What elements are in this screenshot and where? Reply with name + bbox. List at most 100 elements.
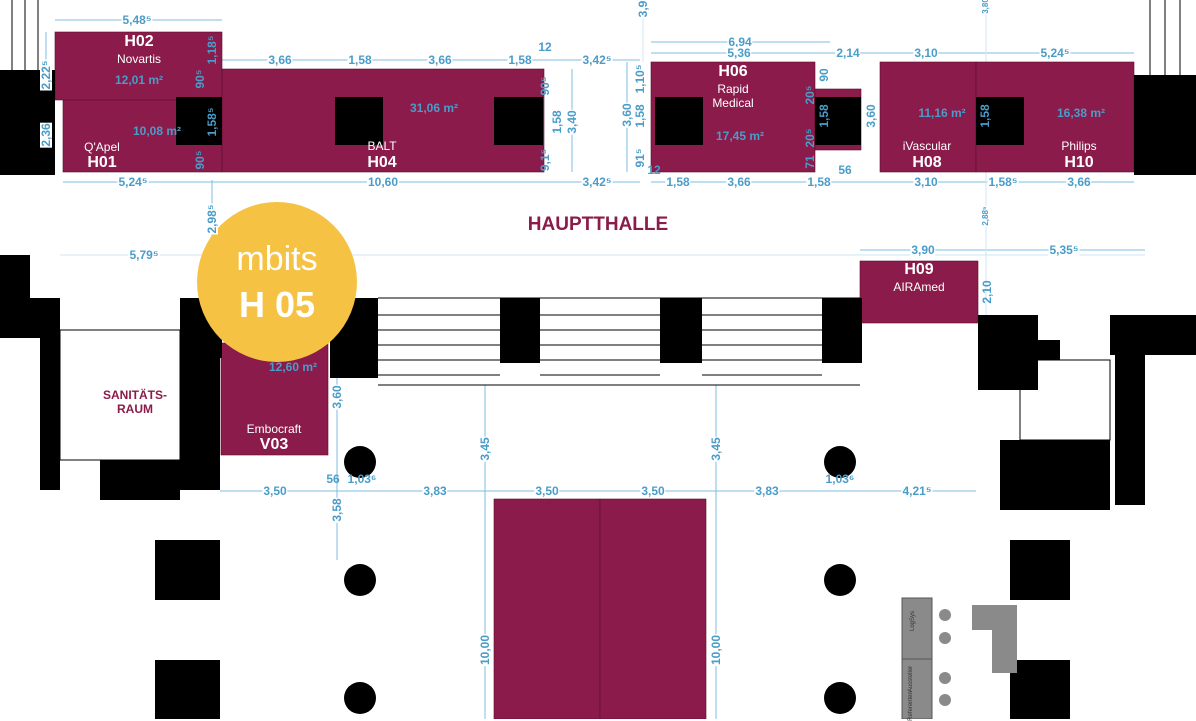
- counter-label: Referenten: [907, 691, 914, 721]
- dimension-label: 1,58: [507, 53, 533, 67]
- highlight-booth: H 05: [238, 284, 316, 325]
- dimension-label: 56: [326, 472, 340, 486]
- dimension-label: 3,66: [267, 53, 293, 67]
- dimension-label: 1,10⁵: [633, 63, 647, 95]
- dimension-label: 5,24⁵: [117, 175, 149, 189]
- booth-area: 11,16 m²: [918, 106, 966, 120]
- booth-code[interactable]: H10: [1064, 154, 1094, 171]
- dimension-label: 3,45: [709, 436, 723, 462]
- dimension-label: 3,83: [422, 484, 448, 498]
- dimension-label: 3,10: [913, 46, 939, 60]
- dimension-label: 91⁵: [633, 147, 647, 169]
- room-label-sanitaetsraum: SANITÄTS- RAUM: [103, 388, 167, 416]
- dimension-label: 6,94: [727, 35, 753, 49]
- dimension-label: 20⁵: [803, 128, 817, 148]
- counter-label: LogSys: [910, 610, 917, 632]
- dimension-label: 1,58: [347, 53, 373, 67]
- counter-label: Aussteller: [908, 665, 915, 693]
- dimension-label: 1,58: [665, 175, 691, 189]
- dimension-label: 10,00: [709, 633, 723, 667]
- dimension-label: 12: [647, 163, 661, 177]
- dimension-label: 1,58: [817, 104, 831, 128]
- dimension-label: 3,60: [330, 384, 344, 410]
- dimension-label: 1,58⁵: [205, 107, 219, 137]
- dimension-label: 3,40: [565, 109, 579, 135]
- dimension-label: 3,90: [910, 243, 936, 257]
- booth-company: Philips: [1061, 139, 1097, 153]
- dimension-label: 3,50: [534, 484, 560, 498]
- booth-area: 12,60 m²: [268, 360, 318, 374]
- dimension-label: 1,58⁵: [987, 175, 1019, 189]
- dimension-label: 1,58: [978, 104, 992, 128]
- dimension-label: 2,88⁵: [980, 205, 992, 227]
- counters: [901, 597, 1017, 719]
- outer-lines: [11, 0, 1181, 461]
- dimension-label: 3,66: [427, 53, 453, 67]
- booth-company: Novartis: [116, 52, 162, 66]
- dimension-label: 5,35⁵: [1048, 243, 1080, 257]
- dimension-label: 3,60: [620, 102, 634, 128]
- booth-code[interactable]: V03: [259, 436, 289, 453]
- dimension-label: 1,58: [806, 175, 832, 189]
- booth-company: AIRAmed: [893, 280, 945, 294]
- dimension-label: 12: [537, 40, 553, 54]
- room-label-line: RAUM: [117, 402, 153, 416]
- booth-company: Rapid Medical: [712, 82, 754, 110]
- dimension-label: 1,58: [633, 103, 647, 129]
- dimension-label: 10,60: [366, 175, 400, 189]
- booth-area: 17,45 m²: [715, 129, 765, 143]
- booth-code[interactable]: H04: [367, 154, 397, 171]
- hall-label: HAUPTTHALLE: [527, 214, 669, 235]
- dimension-label: 71: [803, 155, 817, 169]
- dimension-label: 90⁵: [193, 69, 207, 89]
- booth-code[interactable]: H02: [124, 33, 154, 50]
- walls: [0, 70, 1196, 719]
- dimension-label: 3,80: [980, 0, 992, 15]
- dimension-label: 5,79⁵: [128, 248, 160, 262]
- dimension-label: 3,42⁵: [581, 53, 613, 67]
- stairs: [378, 297, 860, 386]
- dimension-label: 3,42⁵: [581, 175, 613, 189]
- dimension-label: 2,10: [980, 280, 994, 304]
- booth-code[interactable]: H09: [904, 261, 934, 278]
- dimension-label: 4,21⁵: [901, 484, 933, 498]
- dimension-label: 3,50: [262, 484, 288, 498]
- dimension-label: 2,36: [39, 122, 53, 148]
- booth-company: BALT: [367, 139, 397, 153]
- booth-area: 10,08 m²: [132, 124, 182, 138]
- dimension-label: 20⁵: [803, 85, 817, 105]
- dimension-label: 1,18⁵: [205, 35, 219, 65]
- dimension-label: 10,00: [478, 633, 492, 667]
- dimension-label: 3,10: [913, 175, 939, 189]
- booth-code[interactable]: H08: [912, 154, 942, 171]
- dimension-label: 3,9: [636, 0, 650, 19]
- pillars: [176, 97, 1024, 714]
- highlight-company: mbits: [236, 240, 318, 278]
- dimension-label: 5,48⁵: [121, 13, 153, 27]
- dimension-label: 2,98⁵: [205, 203, 219, 235]
- booth-area: 16,38 m²: [1056, 106, 1106, 120]
- dimension-label: 3,45: [478, 436, 492, 462]
- booth-code[interactable]: H01: [87, 154, 117, 171]
- dimension-label: 5,36: [726, 46, 752, 60]
- dimension-label: 56: [837, 163, 853, 177]
- booth-company: iVascular: [902, 139, 952, 153]
- dimension-label: 90⁵: [193, 150, 207, 170]
- dimension-label: 3,60: [864, 103, 878, 129]
- booth-code[interactable]: H06: [718, 63, 748, 80]
- dimension-label: 3,66: [1066, 175, 1092, 189]
- booth-company: Embocraft: [246, 422, 302, 436]
- dimension-label: 3,58: [330, 497, 344, 523]
- dimension-label: 90: [817, 67, 831, 83]
- dimension-label: 2,14: [835, 46, 861, 60]
- booth-company: Q'Apel: [84, 140, 120, 154]
- dimension-label: 1,58: [550, 109, 564, 135]
- dimension-label: 3,50: [640, 484, 666, 498]
- dimension-label: 90⁵: [538, 76, 552, 96]
- highlight-badge[interactable]: mbits H 05: [197, 202, 357, 362]
- dimension-label: 1,03⁶: [825, 472, 855, 486]
- dimension-label: 2,22⁵: [39, 59, 53, 91]
- room-label-line: SANITÄTS-: [103, 388, 167, 402]
- booth-area: 31,06 m²: [409, 101, 459, 115]
